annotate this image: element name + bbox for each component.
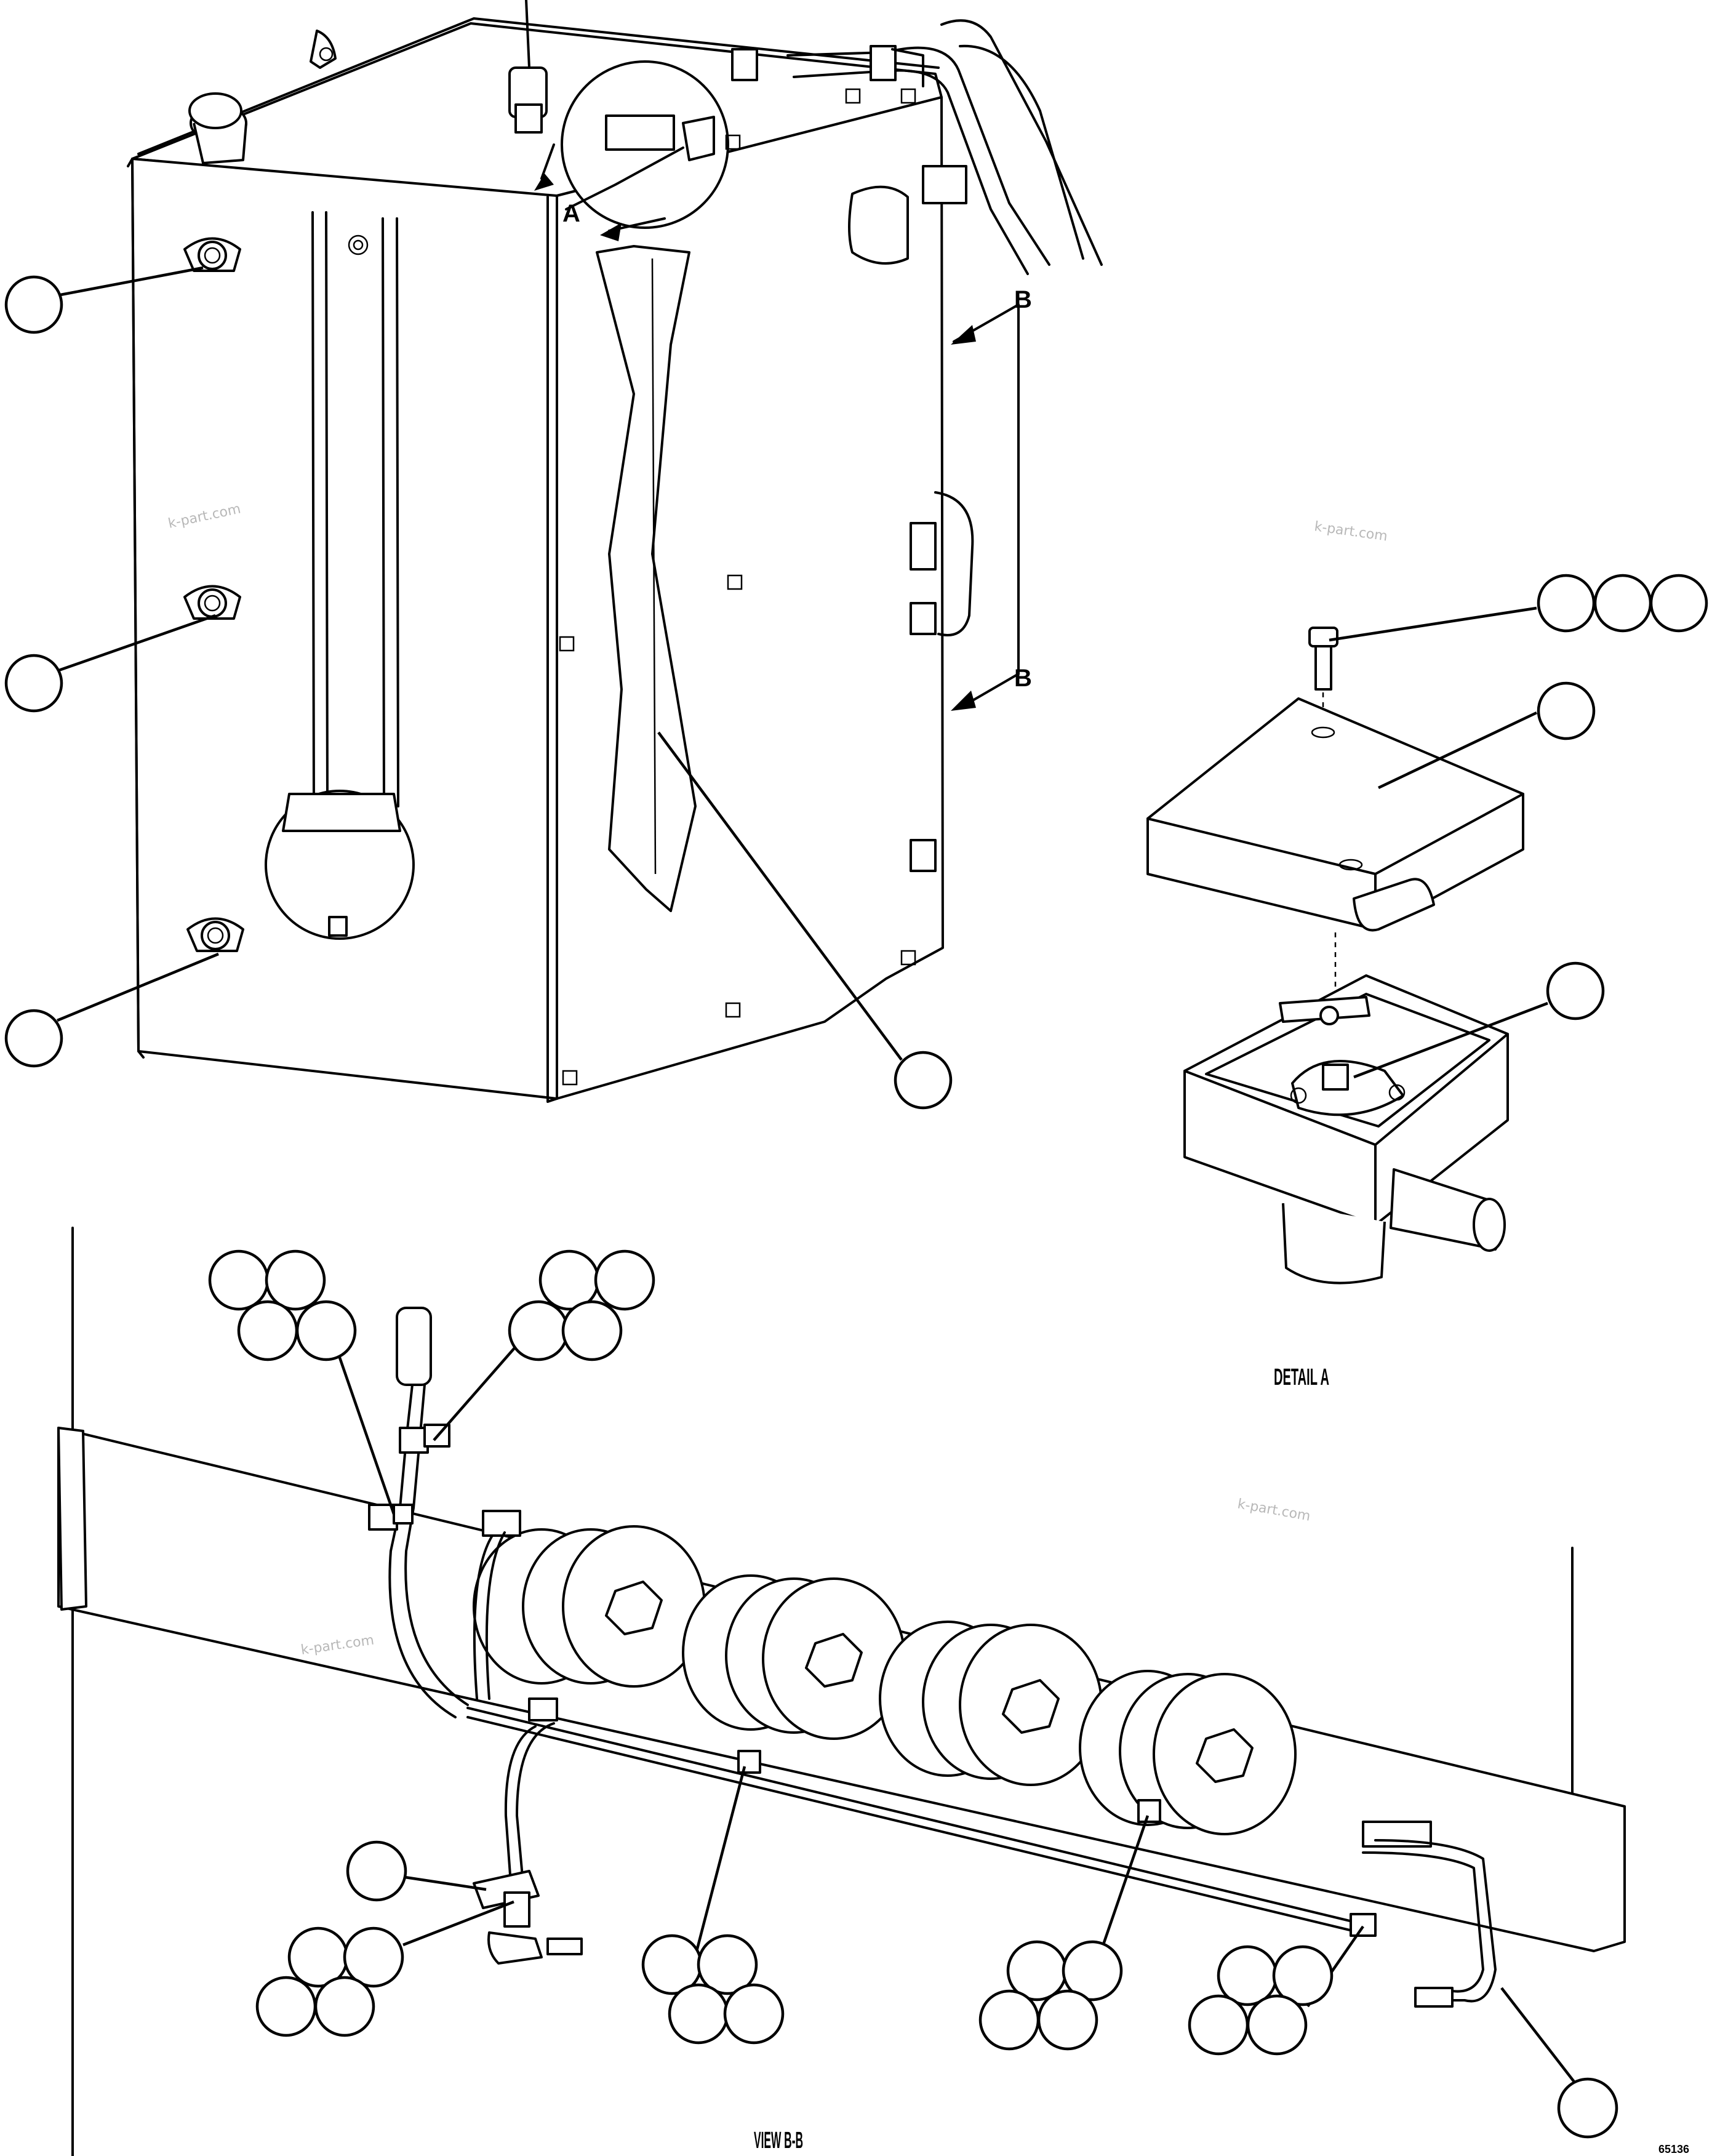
- view-bb-callout-upper-right[interactable]: [594, 1249, 655, 1311]
- view-bb-callout-lower-right-b[interactable]: [1188, 1994, 1249, 2056]
- view-bb-assembly: VIEW B-B 65136: [57, 1227, 1689, 2156]
- view-bb-callout-lower-left[interactable]: [343, 1926, 404, 1988]
- detail-a-callout-switch[interactable]: [1546, 961, 1605, 1020]
- view-bb-callout-upper-right[interactable]: [561, 1300, 623, 1361]
- port-bottom: [186, 917, 244, 952]
- view-bb-callout-upper-left[interactable]: [208, 1249, 270, 1311]
- view-bb-callout-lower-right-a[interactable]: [1062, 1940, 1123, 2002]
- tank-hoses: [731, 19, 1103, 275]
- view-bb-callout-lower-right-a[interactable]: [1037, 1989, 1098, 2051]
- view-bb-callout-upper-right[interactable]: [538, 1249, 600, 1311]
- view-bb-callout-lower-center[interactable]: [668, 1983, 729, 2045]
- detail-a-magnifier: [534, 60, 729, 241]
- view-b-marker-top: B: [1014, 286, 1032, 313]
- sight-gauge: [265, 211, 415, 940]
- roller-2: [682, 1574, 906, 1740]
- detail-a-assembly: DETAIL A: [1146, 627, 1524, 1390]
- detail-a-cover: [1146, 697, 1524, 932]
- detail-a-callout-bolt[interactable]: [1593, 574, 1652, 633]
- view-bb-callout-upper-left[interactable]: [265, 1249, 326, 1311]
- detail-a-callout-bolt[interactable]: [1649, 574, 1708, 633]
- view-bb-callout-upper-left[interactable]: [295, 1300, 357, 1361]
- view-bb-callout-lower-right-b[interactable]: [1246, 1994, 1308, 2056]
- detail-a-callout-bolt[interactable]: [1537, 574, 1596, 633]
- port-top: [183, 237, 241, 272]
- detail-a-title: DETAIL A: [1274, 1365, 1329, 1390]
- view-bb-callout-lower-left[interactable]: [314, 1976, 375, 2037]
- hydraulic-tank: A: [127, 0, 1103, 1103]
- watermark: k-part.com: [1313, 519, 1388, 544]
- detail-a-marker: A: [562, 200, 580, 227]
- tank-callout-middle[interactable]: [4, 654, 63, 713]
- view-bb-callout-lower-right-a[interactable]: [978, 1989, 1040, 2051]
- wiring-harness: [368, 1307, 1497, 2008]
- view-bb-callout-lower-center[interactable]: [723, 1983, 785, 2045]
- view-bb-title: VIEW B-B: [754, 2128, 803, 2154]
- tank-callout-top[interactable]: [4, 275, 63, 334]
- view-bb-callout-lower-center[interactable]: [697, 1934, 758, 1995]
- tank-handle: [934, 491, 974, 636]
- roller-4: [1079, 1670, 1297, 1835]
- view-b-marker-bottom: B: [1014, 665, 1032, 692]
- view-bb-callout-lower-single[interactable]: [346, 1840, 407, 1902]
- view-b-arrows: [951, 303, 1020, 711]
- roller-stack: [473, 1525, 1297, 1835]
- callout-balloons: [4, 275, 1708, 2139]
- filler-cap: [188, 92, 247, 164]
- detail-a-callout-cover[interactable]: [1537, 681, 1596, 740]
- roller-1: [473, 1525, 706, 1688]
- breather: [508, 0, 548, 134]
- view-bb-callout-upper-left[interactable]: [237, 1300, 298, 1361]
- view-bb-callout-upper-right[interactable]: [508, 1300, 569, 1361]
- view-bb-callout-lower-right-b[interactable]: [1272, 1945, 1334, 2006]
- drawing-number: 65136: [1658, 2143, 1689, 2155]
- detail-a-bolt: [1308, 627, 1338, 720]
- port-middle: [183, 585, 241, 620]
- roller-3: [879, 1621, 1103, 1786]
- view-bb-callout-lower-left[interactable]: [255, 1976, 317, 2037]
- detail-a-base: [1183, 974, 1509, 1284]
- mounting-clips: [559, 88, 916, 1086]
- baffle: [596, 245, 697, 912]
- tank-callout-bottom[interactable]: [4, 1009, 63, 1068]
- view-bb-callout-harness-end[interactable]: [1557, 2077, 1618, 2139]
- watermark: k-part.com: [1236, 1496, 1311, 1524]
- tank-callout-sight-gauge[interactable]: [894, 1051, 953, 1110]
